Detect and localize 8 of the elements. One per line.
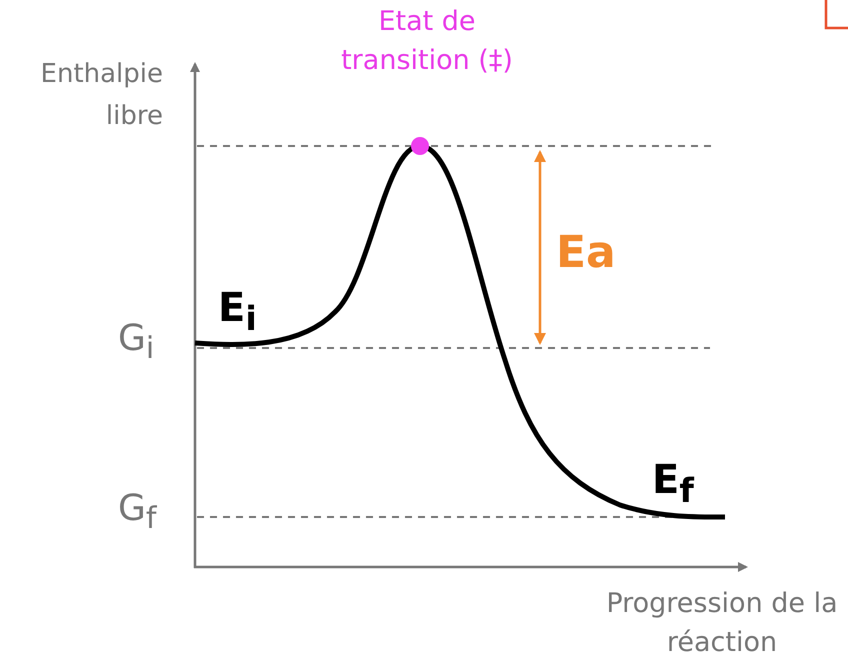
axis-title: Progression de la réaction <box>605 587 839 660</box>
state-label: E$_{i}$ <box>218 284 258 340</box>
state-label: Etat de transition (‡) <box>340 5 514 78</box>
level-label: G$_{i}$ <box>118 317 156 368</box>
energy-label: Ea <box>556 226 617 280</box>
state-label: E$_{f}$ <box>652 456 696 512</box>
axis-title: Enthalpie libre <box>40 58 163 133</box>
level-label: G$_{f}$ <box>118 487 158 538</box>
